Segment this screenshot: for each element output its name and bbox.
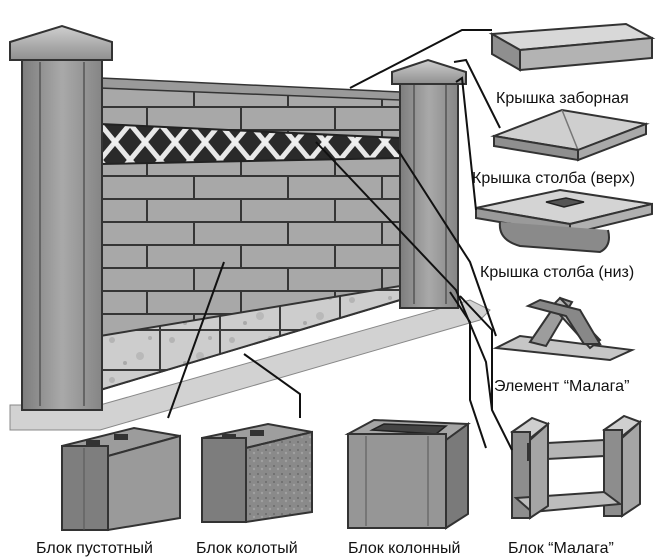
right-pillar [391,58,467,309]
pillar-cap-bottom-product [475,188,653,254]
wall-panel [99,77,401,392]
left-pillar-cap [9,24,113,61]
split-block-product [201,422,313,524]
leader-hollow-block [167,261,225,419]
fence-cap-product [488,22,656,72]
label-hollow-block: Блок пустотный [36,540,153,557]
leader-pillar-cap-bottom [455,76,477,211]
leader-lines [167,29,513,451]
label-column-block: Блок колонный [348,540,461,557]
malaga-block-product [510,414,642,520]
column-block-product [344,418,471,530]
label-malaga-block: Блок “Малага” [508,540,614,557]
right-pillar-cap [391,58,467,85]
label-split-block: Блок колотый [196,540,298,557]
label-pillar-cap-top: Крышка столба (верх) [472,170,636,187]
label-pillar-cap-bottom: Крышка столба (низ) [480,264,635,281]
leader-column-block [449,291,487,449]
leader-malaga-element [397,149,497,337]
leader-malaga-block [459,295,513,451]
hollow-block-product [61,426,181,532]
label-malaga-element: Элемент “Малага” [494,378,630,395]
left-pillar [9,24,113,411]
leader-pillar-cap-top [453,58,501,129]
ground-slab [9,299,491,431]
pillar-cap-top-product [490,108,650,162]
malaga-element-product [492,296,636,362]
label-fence-cap: Крышка заборная [496,90,629,107]
leader-split-block [243,353,301,418]
leader-fence-cap [349,29,492,89]
